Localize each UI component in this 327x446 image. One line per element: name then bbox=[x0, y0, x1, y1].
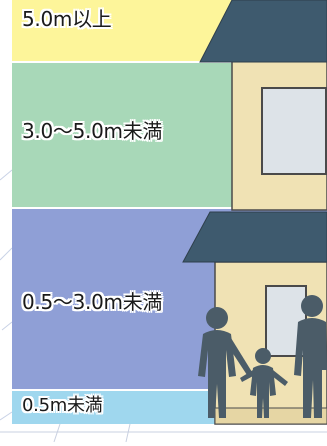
ground-lines bbox=[0, 423, 327, 443]
map-edge-lines bbox=[0, 169, 13, 421]
ground-strip bbox=[0, 424, 327, 442]
band-label-5m-plus: 5.0m以上 bbox=[22, 7, 112, 31]
house-upper-window bbox=[261, 87, 327, 175]
adult-figure-icon bbox=[198, 307, 252, 418]
people-group bbox=[198, 295, 327, 418]
child-figure-icon bbox=[240, 348, 288, 418]
band-label-05-3m: 0.5〜3.0m未満 bbox=[22, 290, 163, 314]
band-label-under-05m: 0.5m未満 bbox=[22, 395, 103, 416]
house-lower-roof bbox=[182, 211, 327, 263]
adult-figure-icon bbox=[294, 295, 327, 418]
house-upper-roof bbox=[199, 0, 327, 63]
band-label-3-5m: 3.0〜5.0m未満 bbox=[22, 119, 163, 143]
